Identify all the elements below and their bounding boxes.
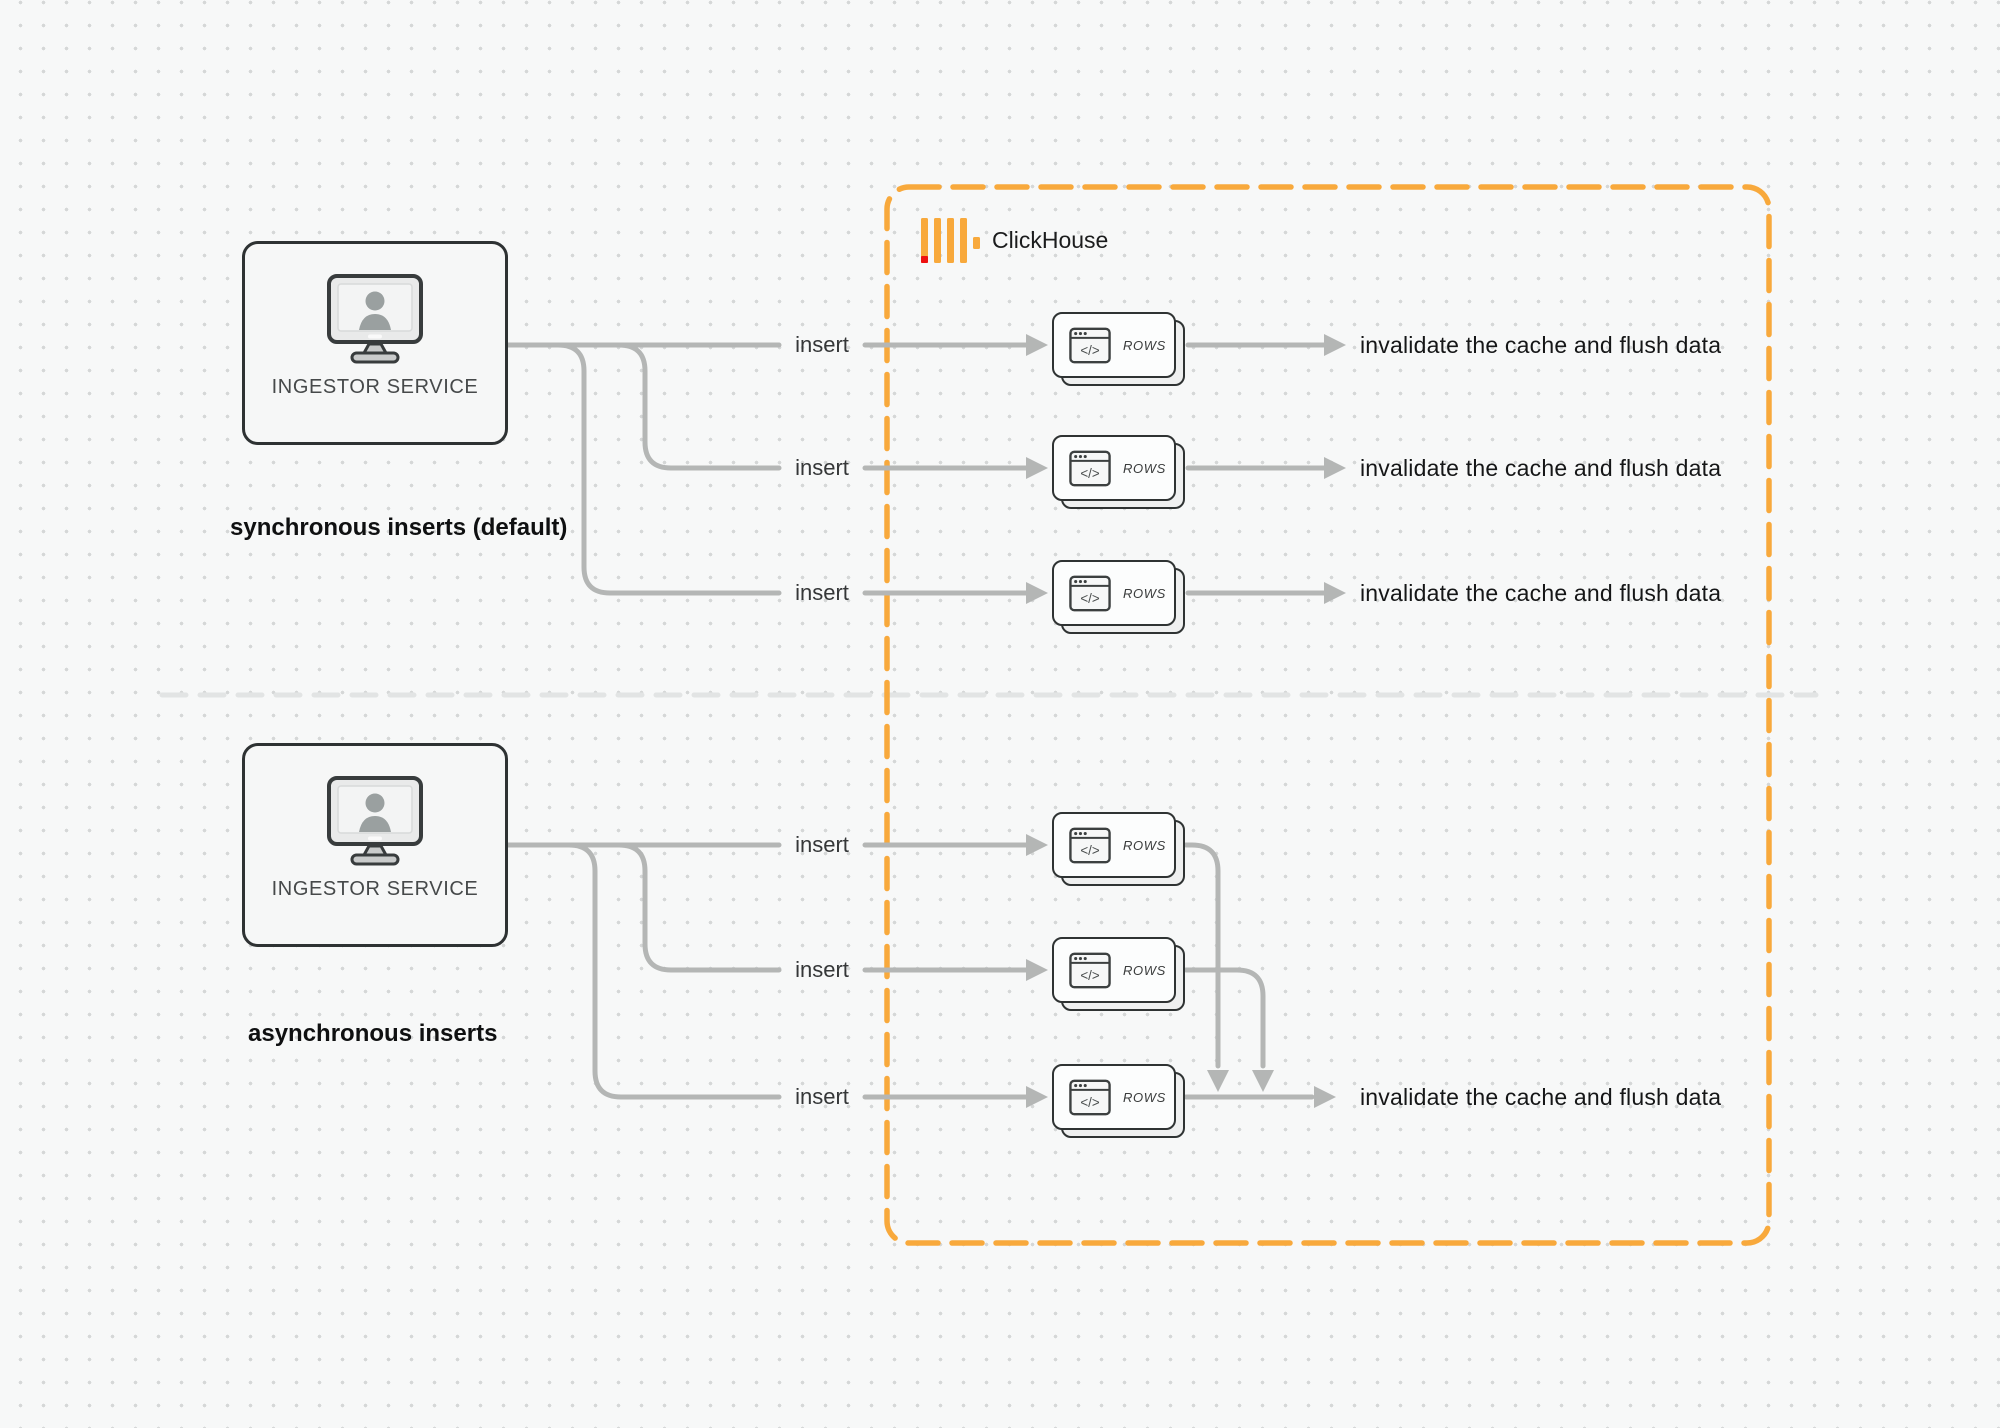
arrowhead-icon: [1324, 457, 1346, 479]
svg-text:</>: </>: [1080, 343, 1100, 358]
arrowheads: [1026, 334, 1346, 1108]
browser-code-icon: </>: [1069, 450, 1111, 486]
clickhouse-brand-name: ClickHouse: [992, 227, 1109, 253]
insert-label: insert: [795, 832, 849, 857]
ingestor-service-box-sync: INGESTOR SERVICE: [242, 241, 508, 445]
insert-label: insert: [795, 332, 849, 357]
rows-label: ROWS: [1123, 585, 1166, 601]
rows-table-card: </> ROWS: [1052, 435, 1185, 509]
arrowhead-icon: [1026, 834, 1048, 856]
svg-text:</>: </>: [1080, 968, 1100, 983]
rows-label: ROWS: [1123, 962, 1166, 978]
ingestor-service-label: INGESTOR SERVICE: [271, 878, 479, 900]
monitor-user-icon: [327, 776, 423, 866]
arrowhead-icon: [1026, 582, 1048, 604]
rows-table-card: </> ROWS: [1052, 560, 1185, 634]
arrowhead-icon: [1324, 582, 1346, 604]
clickhouse-logo-icon: [921, 218, 981, 264]
arrowhead-icon: [1026, 457, 1048, 479]
browser-code-icon: </>: [1069, 575, 1111, 611]
sync-caption: synchronous inserts (default): [230, 514, 568, 541]
arrowhead-icon: [1026, 1086, 1048, 1108]
arrowhead-icon: [1026, 334, 1048, 356]
arrowhead-icon: [1314, 1086, 1336, 1108]
rows-label: ROWS: [1123, 460, 1166, 476]
arrowhead-icon: [1207, 1070, 1229, 1092]
monitor-user-icon: [327, 274, 423, 364]
insert-label: insert: [795, 1084, 849, 1109]
result-label: invalidate the cache and flush data: [1360, 455, 1722, 481]
insert-label: insert: [795, 957, 849, 982]
result-label: invalidate the cache and flush data: [1360, 580, 1722, 606]
rows-table-card: </> ROWS: [1052, 812, 1185, 886]
rows-table-card: </> ROWS: [1052, 937, 1185, 1011]
rows-label: ROWS: [1123, 337, 1166, 353]
svg-text:</>: </>: [1080, 843, 1100, 858]
result-label: invalidate the cache and flush data: [1360, 332, 1722, 358]
async-caption: asynchronous inserts: [248, 1020, 498, 1047]
browser-code-icon: </>: [1069, 952, 1111, 988]
result-label: invalidate the cache and flush data: [1360, 1084, 1722, 1110]
arrowhead-icon: [1324, 334, 1346, 356]
rows-label: ROWS: [1123, 1089, 1166, 1105]
insert-label: insert: [795, 455, 849, 480]
ingestor-service-label: INGESTOR SERVICE: [271, 376, 479, 398]
rows-table-card: </> ROWS: [1052, 312, 1185, 386]
svg-text:</>: </>: [1080, 591, 1100, 606]
rows-table-card: </> ROWS: [1052, 1064, 1185, 1138]
svg-text:</>: </>: [1080, 1095, 1100, 1110]
rows-label: ROWS: [1123, 837, 1166, 853]
ingestor-service-box-async: INGESTOR SERVICE: [242, 743, 508, 947]
insert-label: insert: [795, 580, 849, 605]
browser-code-icon: </>: [1069, 1079, 1111, 1115]
arrowhead-icon: [1026, 959, 1048, 981]
arrowhead-icon: [1252, 1070, 1274, 1092]
clickhouse-boundary: [884, 184, 1772, 1246]
svg-text:</>: </>: [1080, 466, 1100, 481]
connector-lines: [505, 342, 1327, 1100]
browser-code-icon: </>: [1069, 827, 1111, 863]
browser-code-icon: </>: [1069, 327, 1111, 363]
